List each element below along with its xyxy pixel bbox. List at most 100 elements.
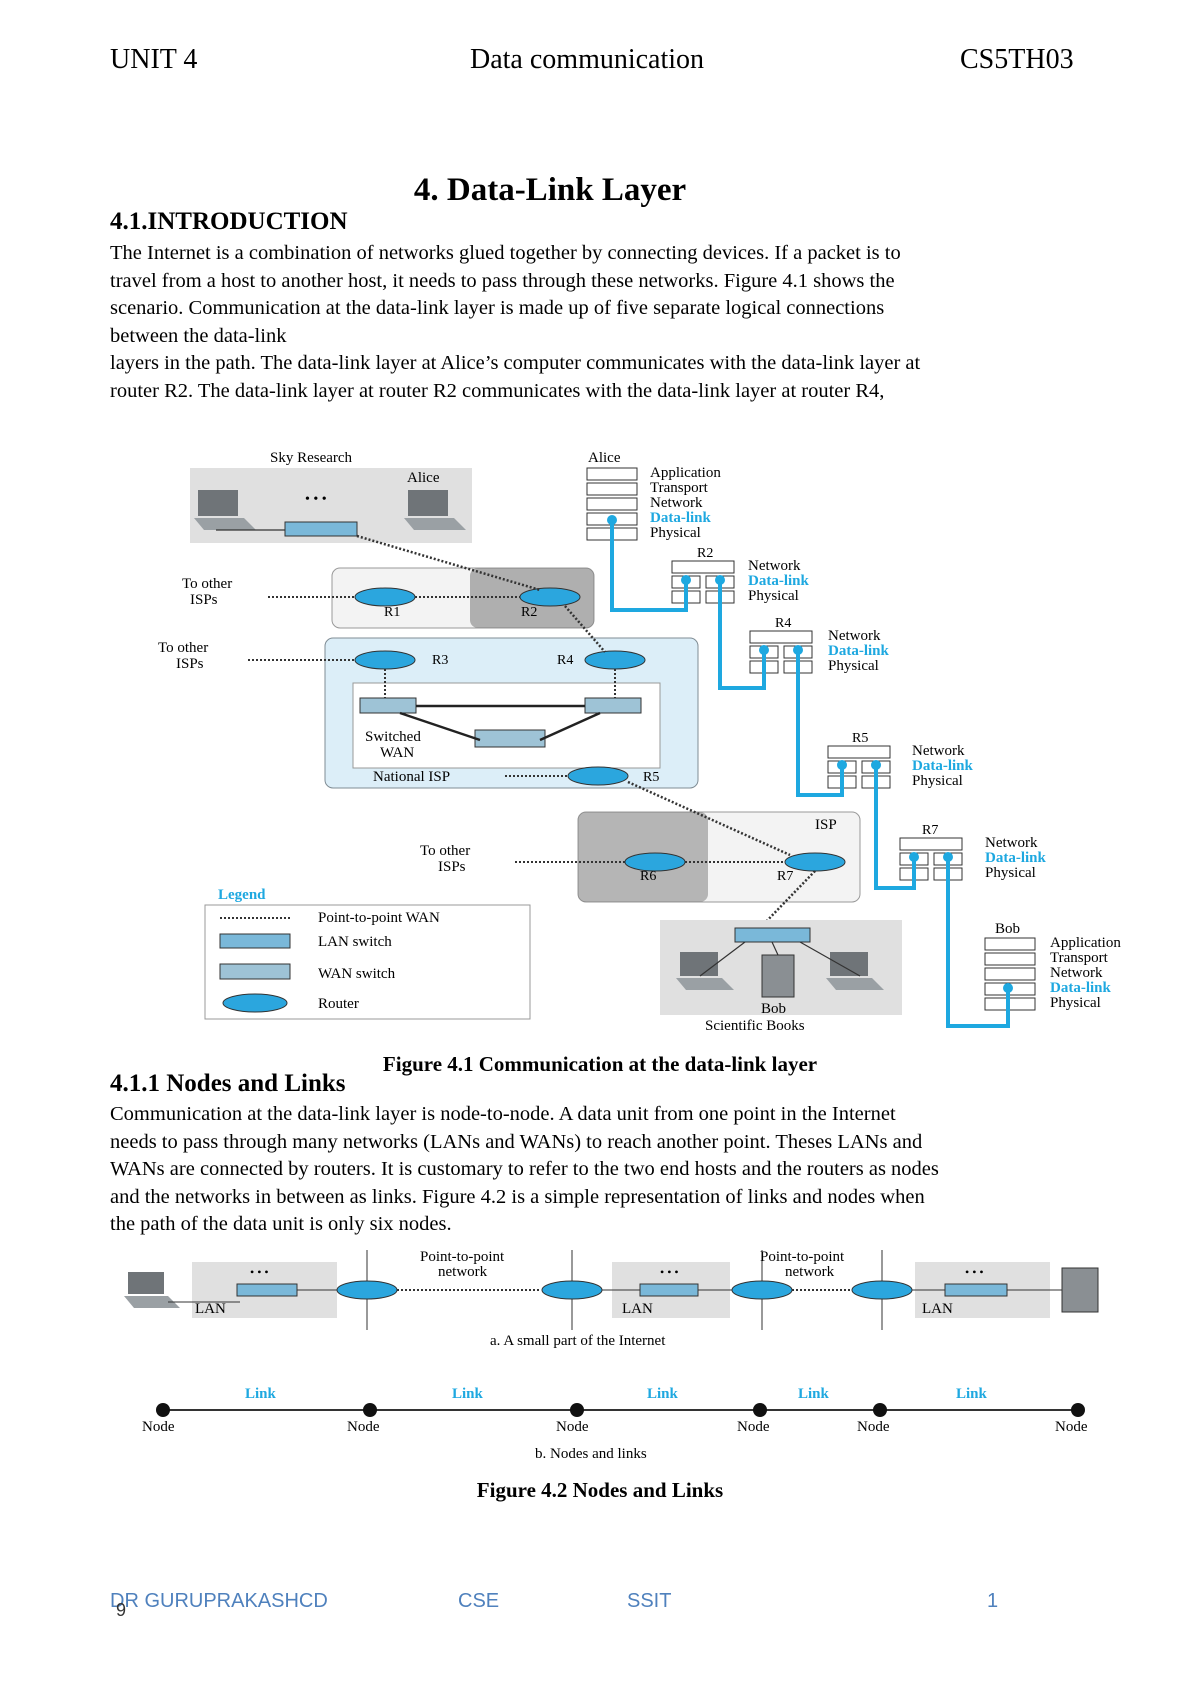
legend-item: LAN switch (318, 934, 392, 950)
footer-page-number: 1 (987, 1590, 999, 1612)
stack-alice-name: Alice (588, 450, 621, 466)
nodes-links-line: needs to pass through many networks (LAN… (110, 1130, 923, 1153)
lan-label: LAN (622, 1301, 653, 1317)
to-other-isps: To other (182, 576, 232, 592)
layer-label: Transport (650, 480, 709, 496)
laptop-icon (194, 490, 256, 530)
router-r1 (354, 587, 416, 607)
figure-4-2-caption: Figure 4.2 Nodes and Links (476, 1478, 724, 1502)
nodes-row (156, 1403, 1085, 1417)
layer-label-datalink: Data-link (748, 573, 810, 589)
stack-r7-name: R7 (922, 823, 938, 838)
node-label: Node (1055, 1419, 1088, 1435)
layer-label-datalink: Data-link (650, 510, 712, 526)
protocol-stack-bob (984, 937, 1036, 1011)
figure-4-2-sub-a: a. A small part of the Internet (490, 1333, 666, 1349)
to-other-isps: ISPs (190, 592, 218, 608)
layer-label: Physical (1050, 995, 1101, 1011)
node-label: Node (556, 1419, 589, 1435)
legend-title: Legend (218, 887, 266, 903)
router-r6-label: R6 (640, 869, 656, 884)
intro-line: The Internet is a combination of network… (110, 242, 901, 264)
national-isp-label: National ISP (373, 769, 450, 785)
intro-line: router R2. The data-link layer at router… (110, 379, 885, 402)
router-r4 (584, 650, 646, 670)
lan-label: LAN (195, 1301, 226, 1317)
header-subject: Data communication (470, 44, 705, 75)
router-icon (541, 1280, 603, 1300)
header-unit: UNIT 4 (110, 44, 198, 75)
layer-label: Network (828, 628, 881, 644)
scientific-books-label: Scientific Books (705, 1018, 805, 1034)
laptop-icon (404, 490, 466, 530)
router-icon (222, 993, 288, 1013)
header-course-code: CS5TH03 (960, 44, 1074, 75)
laptop-icon (826, 952, 884, 990)
nodes-links-line: Communication at the data-link layer is … (110, 1103, 896, 1125)
layer-label-datalink: Data-link (912, 758, 974, 774)
switched-wan-area (352, 682, 661, 769)
layer-label: Network (912, 743, 965, 759)
intro-paragraph: The Internet is a combination of network… (110, 240, 1100, 405)
layer-label: Network (748, 558, 801, 574)
data-link-path-dots (607, 515, 1013, 993)
ptp-network-label: network (438, 1264, 488, 1280)
server-icon (761, 954, 795, 998)
layer-label-datalink: Data-link (828, 643, 890, 659)
ellipsis: • • • (305, 492, 327, 507)
legend-box (204, 904, 531, 1020)
nodes-links-heading: 4.1.1 Nodes and Links (110, 1070, 346, 1097)
node-label: Node (347, 1419, 380, 1435)
footer-author: DR GURUPRAKASHCD (110, 1590, 328, 1612)
to-other-isps: ISPs (176, 656, 204, 672)
router-r7 (784, 852, 846, 872)
footer-dept: CSE (458, 1590, 500, 1612)
router-icon (336, 1280, 398, 1300)
isp-label: ISP (815, 817, 837, 833)
node-label: Node (737, 1419, 770, 1435)
lan-switch-icon (639, 1283, 699, 1297)
router-r3-label: R3 (432, 653, 448, 668)
laptop-icon (676, 952, 734, 990)
server-icon (1061, 1267, 1099, 1313)
ellipsis: • • • (660, 1265, 679, 1279)
lan-switch-icon (236, 1283, 298, 1297)
layer-label: Network (1050, 965, 1103, 981)
ptp-network-label: network (785, 1264, 835, 1280)
intro-line: between the data-link (110, 324, 287, 347)
figure-4-2-sub-b: b. Nodes and links (535, 1446, 647, 1462)
to-other-isps: To other (158, 640, 208, 656)
stack-bob-name: Bob (995, 921, 1020, 937)
layer-label: Application (650, 465, 721, 481)
router-r2 (519, 587, 581, 607)
lan-switch-icon (284, 521, 358, 537)
sky-research-label: Sky Research (270, 450, 353, 466)
lan-label: LAN (922, 1301, 953, 1317)
layer-label: Physical (985, 865, 1036, 881)
link-label: Link (798, 1386, 830, 1402)
ellipsis: • • • (250, 1265, 269, 1279)
router-r4-label: R4 (557, 653, 573, 668)
stack-r2-name: R2 (697, 546, 713, 561)
layer-label: Transport (1050, 950, 1109, 966)
to-other-isps: To other (420, 843, 470, 859)
figure-4-1: Sky Research Alice • • • To other ISPs R… (158, 450, 1121, 1034)
router-r3 (354, 650, 416, 670)
intro-line: layers in the path. The data-link layer … (110, 352, 921, 374)
nodes-links-line: and the networks in between as links. Fi… (110, 1185, 925, 1208)
figure-4-2: • • • LAN Point-to-point network • • • L… (124, 1249, 1099, 1462)
protocol-stack-alice (586, 467, 638, 541)
data-link-path (610, 520, 1010, 1028)
link-label: Link (956, 1386, 988, 1402)
layer-label: Application (1050, 935, 1121, 951)
router-icon (851, 1280, 913, 1300)
switched-wan-label: WAN (380, 745, 414, 761)
node-label: Node (857, 1419, 890, 1435)
switched-wan-label: Switched (365, 729, 421, 745)
nodes-links-line: WANs are connected by routers. It is cus… (110, 1158, 939, 1180)
ptp-network-label: Point-to-point (420, 1249, 505, 1265)
link-label: Link (452, 1386, 484, 1402)
lan-switch-icon (944, 1283, 1008, 1297)
stack-r5-name: R5 (852, 731, 868, 746)
footer-mark: 9 (116, 1600, 127, 1620)
